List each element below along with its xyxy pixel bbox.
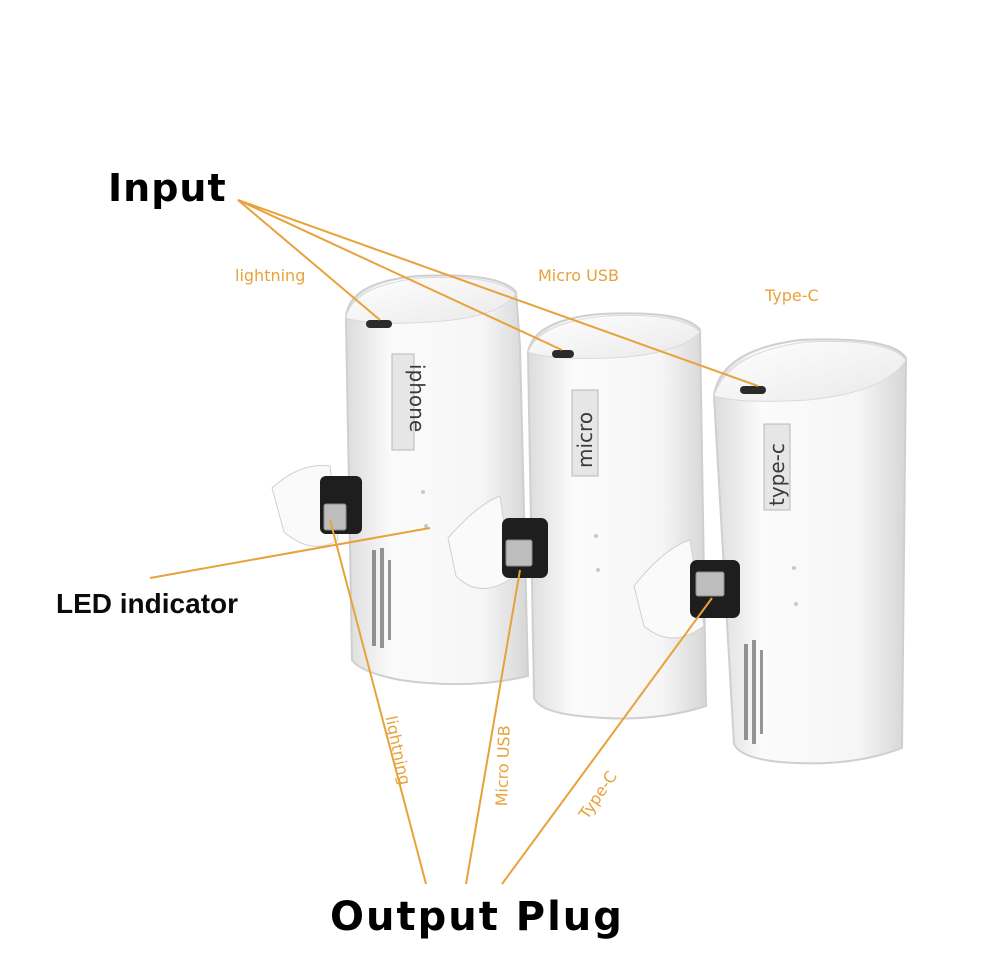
output-plug-title: Output Plug (330, 894, 624, 940)
power-bank-iphone: iphone (271, 274, 530, 686)
led-dot (792, 566, 796, 570)
callout-output-micro (465, 569, 521, 885)
device-label-typec: type-c (765, 443, 789, 506)
lightning-input-port (366, 320, 392, 328)
callout-output-lightning (329, 519, 427, 885)
led-dot (421, 490, 425, 494)
led-dot (596, 568, 600, 572)
callout-led (149, 527, 431, 579)
input-label-lightning: lightning (235, 266, 306, 285)
input-title: Input (108, 166, 227, 210)
led-dot (794, 602, 798, 606)
type-c-input-port (740, 386, 766, 394)
power-bank-typec: type-c (633, 338, 908, 765)
callout-lines (149, 199, 759, 885)
led-dot (594, 534, 598, 538)
lightning-output-plug (323, 503, 347, 531)
type-c-output-plug (695, 571, 725, 597)
callout-output-typec (501, 597, 713, 885)
input-label-type-c: Type-C (765, 286, 819, 305)
output-label-micro-usb: Micro USB (492, 725, 514, 807)
callout-input-lightning (237, 199, 381, 321)
micro-usb-output-plug (505, 539, 533, 567)
callout-input-typec (237, 199, 759, 387)
led-indicator-label: LED indicator (56, 588, 239, 619)
device-label-micro: micro (573, 412, 597, 468)
led-dot (424, 524, 428, 528)
device-label-iphone: iphone (405, 364, 429, 432)
callout-input-micro (237, 199, 563, 351)
input-label-micro-usb: Micro USB (538, 266, 619, 285)
micro-usb-input-port (552, 350, 574, 358)
